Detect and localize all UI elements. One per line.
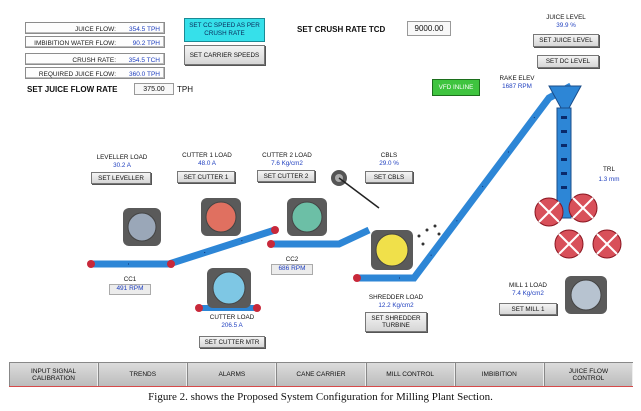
set-dc-level-button[interactable]: SET DC LEVEL bbox=[537, 55, 599, 68]
cbls-group: CBLS 29.0 % SET CBLS bbox=[361, 152, 417, 186]
cutter1-load-label: CUTTER 1 LOAD bbox=[182, 152, 232, 159]
cutter2-load-value: 7.6 Kg/cm2 bbox=[271, 160, 303, 167]
vfd-inline-indicator: VFD INLINE bbox=[432, 79, 480, 96]
trl-label: TRL bbox=[603, 166, 615, 173]
set-cc-speed-button[interactable]: SET CC SPEED AS PER CRUSH RATE bbox=[184, 18, 265, 42]
set-cutter2-button[interactable]: SET CUTTER 2 bbox=[257, 170, 315, 182]
cutter-main-motor bbox=[207, 268, 251, 308]
set-juice-flow-input[interactable]: 375.00 bbox=[134, 83, 174, 95]
cbls-label: CBLS bbox=[380, 152, 398, 159]
cc1-group: CC1 491 RPM bbox=[107, 276, 153, 298]
nav-mill-control[interactable]: MILL CONTROL bbox=[365, 363, 455, 386]
conveyor-diagram bbox=[87, 82, 622, 314]
cutter2-load-label: CUTTER 2 LOAD bbox=[262, 152, 312, 159]
cbls-value: 29.0 % bbox=[379, 160, 399, 167]
set-shredder-turbine-button[interactable]: SET SHREDDER TURBINE bbox=[365, 312, 427, 332]
cc1-label: CC1 bbox=[123, 276, 137, 283]
set-leveller-button[interactable]: SET LEVELLER bbox=[91, 172, 151, 184]
rake-elevator bbox=[556, 107, 572, 219]
imbibition-flow-readout: IMBIBITION WATER FLOW:90.2 TPH bbox=[25, 36, 165, 48]
nav-cane-carrier[interactable]: CANE CARRIER bbox=[276, 363, 366, 386]
trl-group: TRL 1.3 mm bbox=[589, 166, 629, 188]
cc1-conveyor bbox=[89, 226, 277, 268]
scada-panel: JUICE FLOW:354.5 TPH IMBIBITION WATER FL… bbox=[9, 8, 633, 386]
set-cbls-button[interactable]: SET CBLS bbox=[365, 171, 413, 183]
set-crush-rate-label: SET CRUSH RATE TCD bbox=[297, 25, 386, 34]
mill1-group: MILL 1 LOAD 7.4 Kg/cm2 SET MILL 1 bbox=[497, 282, 559, 318]
nav-input-signal-calibration[interactable]: INPUT SIGNAL CALIBRATION bbox=[9, 363, 99, 386]
bottom-nav: INPUT SIGNAL CALIBRATION TRENDS ALARMS C… bbox=[9, 362, 633, 386]
nav-trends[interactable]: TRENDS bbox=[98, 363, 188, 386]
juice-level-label: JUICE LEVEL bbox=[546, 14, 586, 21]
juice-level-value: 39.9 % bbox=[556, 22, 576, 29]
cutter-load-label: CUTTER LOAD bbox=[209, 314, 255, 321]
cutter1-group: CUTTER 1 LOAD 48.0 A SET CUTTER 1 bbox=[175, 152, 239, 186]
shredder-motor bbox=[371, 230, 413, 270]
leveller-load-value: 30.2 A bbox=[113, 162, 131, 169]
trl-value: 1.3 mm bbox=[598, 176, 620, 183]
mill1-load-label: MILL 1 LOAD bbox=[509, 282, 547, 289]
cutter2-motor bbox=[287, 198, 327, 236]
set-juice-flow-unit: TPH bbox=[177, 85, 193, 94]
set-cutter1-button[interactable]: SET CUTTER 1 bbox=[177, 171, 235, 183]
shredder-group: SHREDDER LOAD 12.2 Kg/cm2 SET SHREDDER T… bbox=[361, 294, 431, 338]
cutter1-load-value: 48.0 A bbox=[198, 160, 216, 167]
cutter2-group: CUTTER 2 LOAD 7.6 Kg/cm2 SET CUTTER 2 bbox=[255, 152, 319, 186]
separator-line bbox=[9, 386, 633, 387]
rake-elev-value: 1687 RPM bbox=[502, 83, 532, 90]
leveller-group: LEVELLER LOAD 30.2 A SET LEVELLER bbox=[89, 154, 155, 188]
figure-caption: Figure 2. shows the Proposed System Conf… bbox=[148, 391, 493, 403]
juice-flow-readout: JUICE FLOW:354.5 TPH bbox=[25, 22, 165, 34]
set-crush-rate-input[interactable]: 9000.00 bbox=[407, 21, 451, 36]
cutter1-motor bbox=[201, 198, 241, 236]
cutter-load-group: CUTTER LOAD 206.5 A SET CUTTER MTR bbox=[199, 314, 265, 350]
cc2-rpm: 686 RPM bbox=[271, 264, 313, 275]
crush-rate-readout: CRUSH RATE:354.5 TCH bbox=[25, 53, 165, 65]
cutter-load-value: 206.5 A bbox=[221, 322, 243, 329]
shredder-load-value: 12.2 Kg/cm2 bbox=[378, 302, 414, 309]
set-juice-flow-label: SET JUICE FLOW RATE bbox=[27, 85, 118, 94]
set-cutter-mtr-button[interactable]: SET CUTTER MTR bbox=[199, 336, 265, 348]
shredder-load-label: SHREDDER LOAD bbox=[368, 294, 424, 301]
mill1-load-value: 7.4 Kg/cm2 bbox=[512, 290, 544, 297]
nav-imbibition[interactable]: IMBIBITION bbox=[454, 363, 544, 386]
cc1-rpm: 491 RPM bbox=[109, 284, 151, 295]
mill1-motor bbox=[565, 276, 607, 314]
rake-elev-label: RAKE ELEV bbox=[499, 75, 535, 82]
cc2-group: CC2 686 RPM bbox=[269, 256, 315, 278]
set-carrier-speeds-button[interactable]: SET CARRIER SPEEDS bbox=[184, 45, 265, 65]
juice-level-group: JUICE LEVEL 39.9 % SET JUICE LEVEL bbox=[531, 12, 601, 52]
cc2-label: CC2 bbox=[285, 256, 299, 263]
rake-elev-group: RAKE ELEV 1687 RPM bbox=[487, 75, 547, 95]
nav-juice-flow-control[interactable]: JUICE FLOW CONTROL bbox=[543, 363, 633, 386]
cc2-conveyor bbox=[269, 226, 371, 248]
leveller-motor bbox=[123, 208, 161, 246]
cbls-device bbox=[331, 170, 380, 209]
leveller-load-label: LEVELLER LOAD bbox=[96, 154, 148, 161]
set-mill1-button[interactable]: SET MILL 1 bbox=[499, 303, 557, 315]
nav-alarms[interactable]: ALARMS bbox=[187, 363, 277, 386]
set-juice-level-button[interactable]: SET JUICE LEVEL bbox=[533, 34, 599, 47]
required-juice-flow-readout: REQUIRED JUICE FLOW:360.0 TPH bbox=[25, 67, 165, 79]
